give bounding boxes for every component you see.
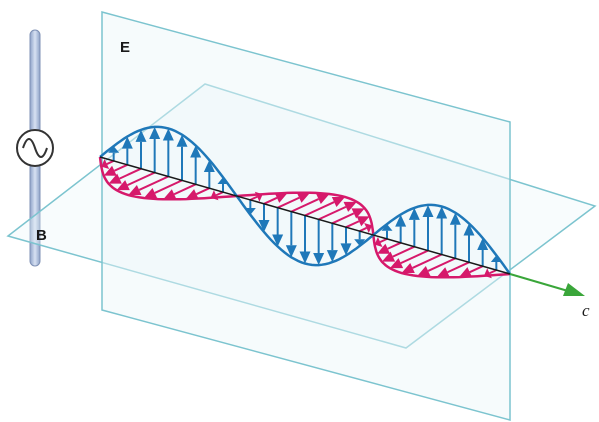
b-field-arrow <box>103 163 128 176</box>
e-field-arrow <box>326 223 338 263</box>
b-field-wave <box>98 156 511 279</box>
b-field-arrow <box>163 183 197 200</box>
propagation-arrowhead <box>563 283 585 296</box>
e-field-arrow <box>340 227 352 256</box>
e-field-arrow <box>354 231 366 246</box>
b-field-arrow <box>108 167 142 184</box>
b-field-arrow <box>381 245 415 262</box>
e-field-arrow <box>477 237 489 267</box>
b-field-arrow <box>128 175 169 195</box>
propagation-axis <box>99 156 511 275</box>
e-field-arrow <box>121 136 133 165</box>
b-field-arrow <box>345 216 370 229</box>
e-field-arrow <box>422 204 434 251</box>
b-field-arrow <box>359 222 373 233</box>
e-field-arrow <box>299 215 311 264</box>
e-field-arrow <box>395 214 407 243</box>
e-field-arrow <box>449 212 461 259</box>
e-field-arrow <box>135 129 147 169</box>
e-field-wave <box>99 125 512 275</box>
e-field-arrow <box>108 146 120 161</box>
b-field-arrow <box>459 265 484 278</box>
b-field-arrow <box>436 261 470 278</box>
e-field-arrow <box>176 134 188 181</box>
b-field-arrow <box>116 171 156 191</box>
b-field-arrow <box>290 194 330 213</box>
e-field-arrow <box>258 203 270 233</box>
e-field-arrow <box>149 126 161 173</box>
label-b-field: B <box>36 227 47 244</box>
e-field-arrow <box>408 207 420 247</box>
label-e-field: E <box>120 39 130 56</box>
b-field-arrow <box>389 249 429 269</box>
ac-source-icon <box>16 129 54 167</box>
b-field-arrow <box>304 197 346 217</box>
e-field-arrow <box>162 128 174 177</box>
e-field-arrow <box>272 207 284 247</box>
e-field-arrow <box>381 224 393 239</box>
b-field-arrow <box>374 237 388 248</box>
b-field-arrow <box>377 241 402 254</box>
b-field-arrows <box>101 159 497 279</box>
b-field-arrow <box>263 192 288 205</box>
b-field-arrow <box>277 192 311 209</box>
e-field-arrow <box>285 211 297 258</box>
b-field-arrow <box>401 253 443 273</box>
b-field-arrow <box>143 179 183 198</box>
b-field-arrow <box>101 159 115 170</box>
b-field-arrow <box>417 257 456 276</box>
label-speed-of-light: c <box>582 301 590 320</box>
b-field-arrow <box>331 208 365 225</box>
e-field-arrow <box>463 223 475 263</box>
e-field-arrow <box>436 206 448 255</box>
propagation-arrow <box>509 273 569 292</box>
e-field-arrow <box>190 145 202 185</box>
e-field-arrow <box>313 219 325 266</box>
b-field-arrow <box>318 201 357 221</box>
b-field-arrow <box>185 187 210 200</box>
e-field-arrow <box>203 159 215 189</box>
